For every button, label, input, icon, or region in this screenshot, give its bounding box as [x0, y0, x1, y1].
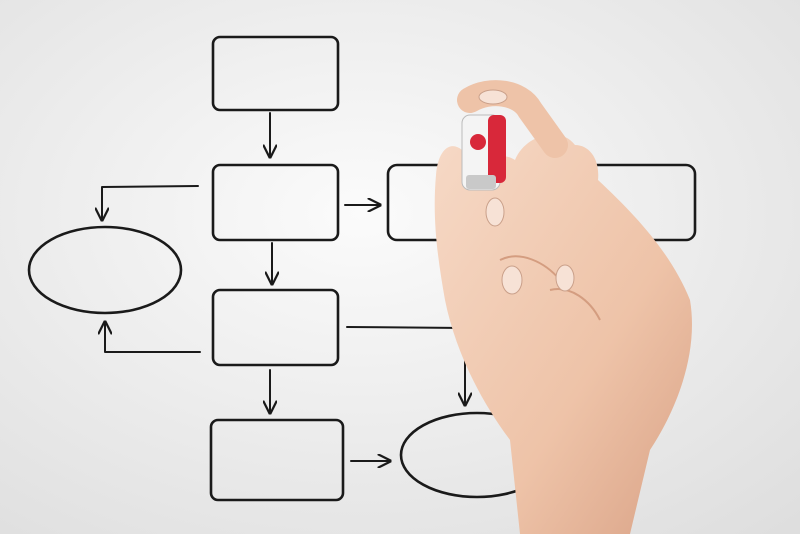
- hand: [434, 80, 692, 534]
- flow-box-3: [211, 288, 340, 367]
- fingernail: [501, 265, 523, 295]
- flow-box-4: [209, 418, 345, 502]
- flow-ellipse-1: [27, 225, 183, 315]
- fingernail: [478, 89, 508, 105]
- arrow-6: [102, 185, 199, 220]
- flow-box-1: [211, 35, 340, 112]
- flow-box-2: [211, 163, 340, 242]
- arrow-7: [105, 322, 201, 353]
- marker-pen: [461, 114, 506, 191]
- fingernail: [485, 197, 505, 227]
- fingernail: [555, 264, 575, 292]
